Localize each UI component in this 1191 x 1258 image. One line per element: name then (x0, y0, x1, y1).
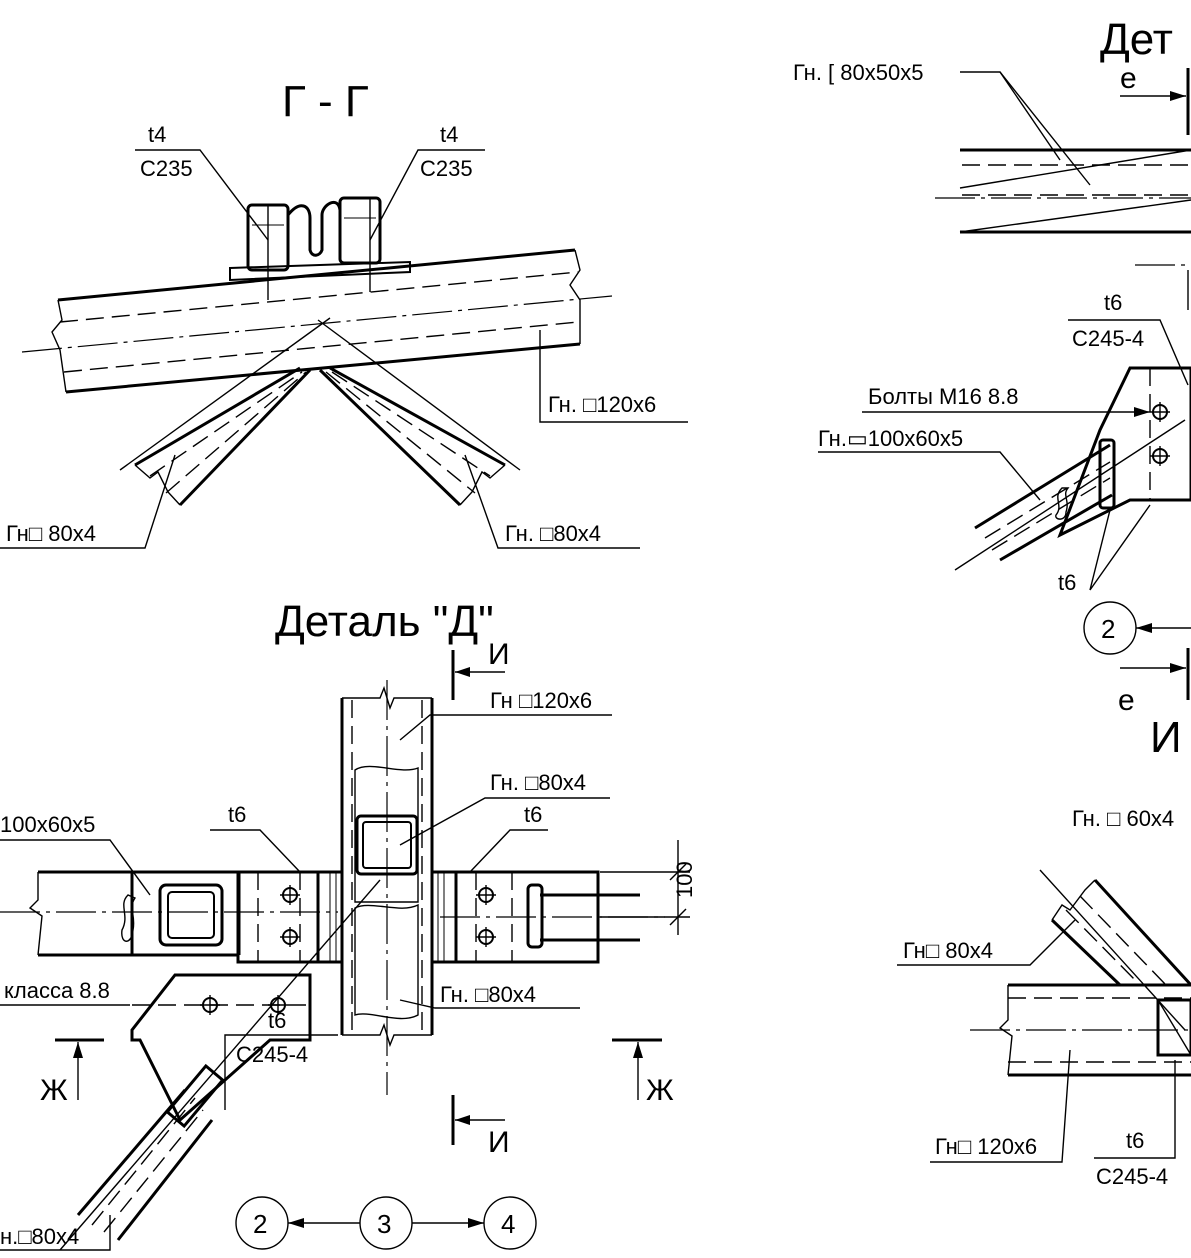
axis-e-2-label: 2 (1101, 614, 1115, 644)
label-e-bolts: Болты М16 8.8 (868, 384, 1019, 409)
label-plate-c245: C245-4 (236, 1042, 308, 1067)
brace-left (119, 317, 331, 507)
label-brace-left: Гн□ 80x4 (6, 521, 96, 546)
label-bolts: класса 8.8 (4, 978, 110, 1003)
section-i: И Гн. □ 60x4 Гн□ 80x4 Гн□ 120x6 t6 C245-… (897, 713, 1191, 1189)
column-tube (340, 680, 434, 1095)
label-t6-left: t6 (228, 802, 246, 827)
label-e-c245: C245-4 (1072, 326, 1144, 351)
detail-e: Дет Гн. [ 80x50x5 е t6 C245-4 Болты М16 … (793, 15, 1191, 717)
cut-i-top: И (488, 638, 510, 671)
cut-e-bottom: е (1118, 684, 1135, 717)
chord-tube (21, 248, 613, 394)
label-i-top: Гн. □ 60x4 (1072, 806, 1174, 831)
label-t4-left: t4 (148, 122, 166, 147)
detail-d-title: Деталь "Д" (275, 597, 494, 646)
cut-zh-right: Ж (646, 1074, 674, 1107)
label-t6-right: t6 (524, 802, 542, 827)
label-e-rect-tube: Гн.▭100x60x5 (818, 426, 963, 451)
label-i-chord: Гн□ 120x6 (935, 1134, 1037, 1159)
dim-100: 100 (672, 861, 697, 898)
label-c235-right: C235 (420, 156, 473, 181)
label-channel: Гн. [ 80x50x5 (793, 60, 923, 85)
cut-e-top: е (1120, 62, 1137, 95)
section-gg: Г - Г (0, 77, 688, 549)
axis-4-label: 4 (501, 1209, 515, 1239)
label-plate-t6: t6 (268, 1008, 286, 1033)
label-brace: н.□80x4 (0, 1224, 79, 1249)
axis-3-label: 3 (377, 1209, 391, 1239)
cut-i-bottom: И (488, 1126, 510, 1159)
label-e-t6: t6 (1104, 290, 1122, 315)
label-t4-right: t4 (440, 122, 458, 147)
gusset-plate (59, 879, 381, 1251)
label-i-brace: Гн□ 80x4 (903, 938, 993, 963)
label-web-top: Гн. □80x4 (490, 770, 586, 795)
label-brace-right: Гн. □80x4 (505, 521, 601, 546)
axis-2-label: 2 (253, 1209, 267, 1239)
label-column: Гн □120x6 (490, 688, 592, 713)
web-tube-section (355, 814, 419, 876)
label-i-t6: t6 (1126, 1128, 1144, 1153)
left-beam (0, 870, 344, 964)
label-chord: Гн. □120x6 (548, 392, 656, 417)
section-i-title: И (1150, 713, 1182, 762)
detail-e-title: Дет (1100, 15, 1173, 64)
brace-right (317, 319, 521, 507)
label-left-tube: 100x60x5 (0, 812, 95, 837)
cut-zh-left: Ж (40, 1074, 68, 1107)
section-gg-title: Г - Г (282, 77, 369, 126)
label-web-bottom: Гн. □80x4 (440, 982, 536, 1007)
label-e-weld-t6: t6 (1058, 570, 1076, 595)
weld-hatching (239, 872, 445, 962)
detail-d: Деталь "Д" И (0, 597, 697, 1251)
label-c235-left: C235 (140, 156, 193, 181)
label-i-c245: C245-4 (1096, 1164, 1168, 1189)
top-plates (229, 196, 411, 300)
